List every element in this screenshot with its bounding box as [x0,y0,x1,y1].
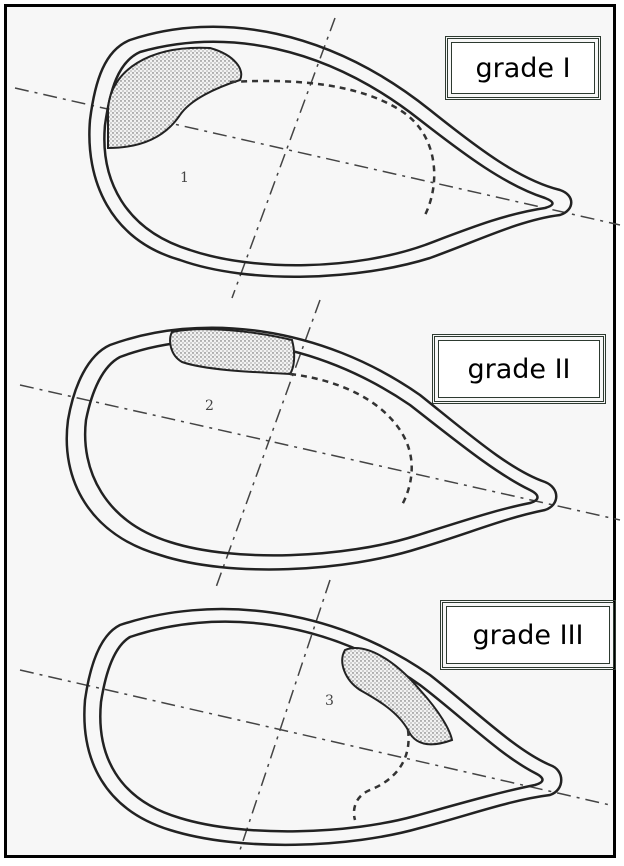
grade-label-text: grade I [451,42,595,94]
region-number-3: 3 [325,693,334,709]
stippled-lesion [108,48,241,148]
grade-label-text: grade II [438,340,600,398]
grade-label-2: grade II [432,334,606,404]
stippled-lesion [170,329,294,374]
vertical-axis-line [232,18,335,298]
grade-label-text: grade III [446,606,610,664]
grade-label-3: grade III [440,600,616,670]
grade-label-1: grade I [445,36,601,100]
horizontal-axis-line [20,670,610,805]
horizontal-axis-line [20,385,620,520]
dashed-boundary [354,730,409,820]
region-number-2: 2 [205,398,214,414]
region-number-1: 1 [180,170,189,186]
dashed-boundary [230,81,434,215]
